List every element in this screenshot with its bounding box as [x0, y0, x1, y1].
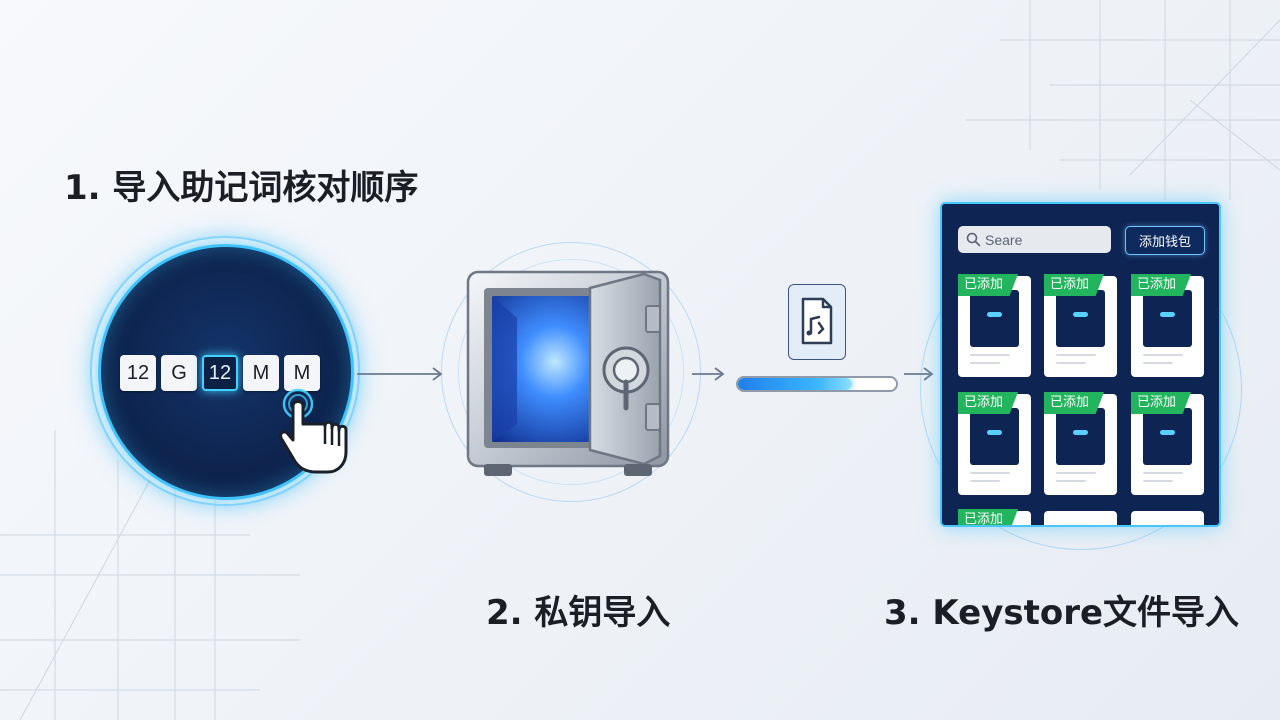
wallet-card-indicator	[1160, 312, 1175, 317]
wallet-card-indicator	[987, 312, 1002, 317]
wallet-card[interactable]	[1044, 511, 1117, 527]
safe-halo-inner-ring	[458, 259, 684, 485]
music-document-icon	[801, 297, 833, 345]
mnemonic-word-tile-selected[interactable]: 12	[202, 355, 238, 391]
wallet-card-screen	[1056, 408, 1105, 465]
mnemonic-word-tile[interactable]: 12	[120, 355, 156, 391]
wallet-card-text-line	[1143, 362, 1173, 364]
wallet-card-text-line	[1056, 362, 1086, 364]
added-badge: 已添加	[958, 509, 1018, 525]
safe-halo-ring	[441, 242, 701, 502]
added-badge: 已添加	[958, 274, 1018, 296]
search-input[interactable]	[985, 226, 1105, 253]
wallet-card-indicator	[987, 430, 1002, 435]
mnemonic-word-tiles: 12 G 12 M M	[120, 355, 320, 391]
step-1-title: 1. 导入助记词核对顺序	[64, 168, 419, 208]
wallet-card-screen	[1143, 290, 1192, 347]
added-badge: 已添加	[1044, 392, 1104, 414]
mnemonic-word-tile[interactable]: M	[284, 355, 320, 391]
wallet-card-indicator	[1073, 430, 1088, 435]
wallet-card-text-line	[970, 480, 1000, 482]
added-badge: 已添加	[1044, 274, 1104, 296]
wallet-card-text-line	[1143, 480, 1173, 482]
wallet-card[interactable]	[1131, 511, 1204, 527]
added-badge: 已添加	[1131, 274, 1191, 296]
arrow-right-icon	[357, 367, 443, 381]
wallet-card-text-line	[1056, 472, 1096, 474]
step-3-title: 3. Keystore文件导入	[884, 593, 1240, 633]
added-badge: 已添加	[1131, 392, 1191, 414]
add-wallet-button[interactable]: 添加钱包	[1125, 226, 1205, 255]
wallet-card-text-line	[1143, 472, 1183, 474]
wallet-card-screen	[1056, 290, 1105, 347]
wallet-card-text-line	[1143, 354, 1183, 356]
search-box[interactable]	[958, 226, 1111, 253]
wallet-card-text-line	[1056, 354, 1096, 356]
wallet-card-screen	[1056, 525, 1105, 527]
hand-pointer-icon	[279, 388, 348, 474]
wallet-card-indicator	[1160, 430, 1175, 435]
wallet-card-text-line	[970, 362, 1000, 364]
document-icon	[788, 284, 846, 360]
mnemonic-outer-ring	[90, 236, 360, 506]
wallet-card-text-line	[970, 354, 1010, 356]
added-badge: 已添加	[958, 392, 1018, 414]
wallet-card-screen	[1143, 525, 1192, 527]
wallet-card-text-line	[970, 472, 1010, 474]
wallet-card-screen	[1143, 408, 1192, 465]
wallet-card-screen	[970, 290, 1019, 347]
mnemonic-word-tile[interactable]: G	[161, 355, 197, 391]
import-progress-fill	[738, 378, 852, 390]
safe-icon	[466, 270, 670, 476]
arrow-right-icon	[692, 367, 725, 381]
step-2-title: 2. 私钥导入	[486, 593, 671, 633]
wallet-card-text-line	[1056, 480, 1086, 482]
wallet-card-screen	[970, 408, 1019, 465]
wallet-card-screen	[970, 525, 1019, 527]
mnemonic-word-tile[interactable]: M	[243, 355, 279, 391]
wallet-card-indicator	[1073, 312, 1088, 317]
import-progress-bar	[736, 376, 898, 392]
search-icon	[966, 232, 981, 247]
